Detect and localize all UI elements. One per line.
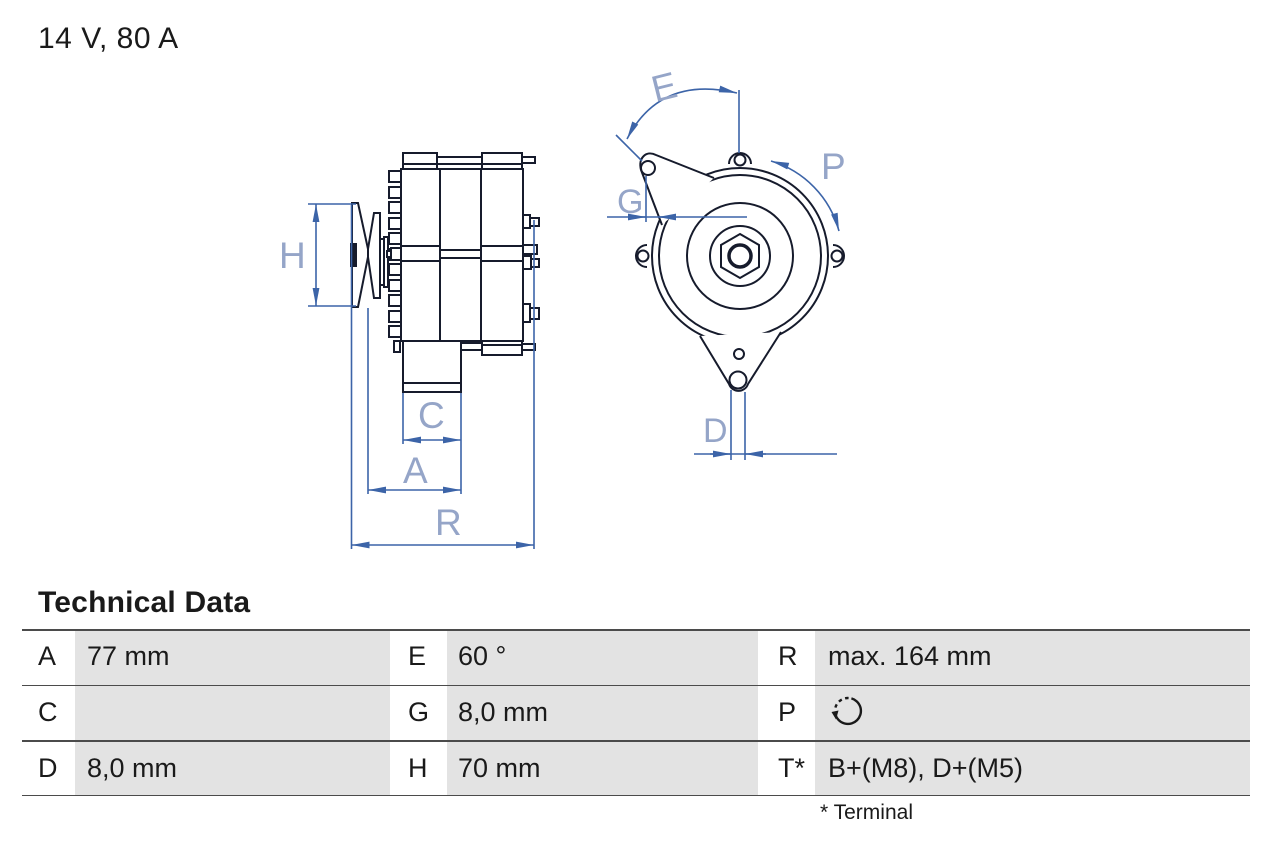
dimension-h	[308, 203, 356, 307]
dim-label-e: E	[647, 64, 681, 110]
dimension-lines	[308, 85, 840, 549]
value-column-band-1	[75, 629, 390, 796]
param-value-h: 70 mm	[458, 753, 541, 783]
value-column-band-2	[447, 629, 758, 796]
dim-label-a: A	[403, 450, 428, 491]
terminal-studs	[522, 214, 540, 323]
mounting-ears	[635, 152, 845, 268]
param-label-p: P	[778, 696, 797, 727]
param-value-t: B+(M8), D+(M5)	[828, 753, 1024, 783]
table-rule	[22, 629, 1250, 631]
param-value-d: 8,0 mm	[87, 753, 178, 783]
table-rule	[22, 794, 1250, 796]
param-value-e: 60 °	[458, 641, 507, 671]
param-label-e: E	[408, 641, 427, 671]
param-label-a: A	[38, 641, 57, 671]
technical-data-table: A 77 mm E 60 ° R max. 164 mm C G 8,0 mm …	[22, 629, 1250, 796]
param-value-a: 77 mm	[87, 641, 170, 671]
rotation-direction-icon	[831, 697, 863, 726]
shaft-hex-nut	[720, 232, 760, 280]
dim-label-r: R	[435, 502, 462, 543]
dimension-e	[615, 85, 740, 162]
mounting-bracket-bottom	[699, 331, 782, 392]
param-label-d: D	[38, 753, 58, 783]
param-label-t: T*	[778, 753, 805, 783]
alternator-side-view	[350, 152, 540, 393]
dimension-labels: H C A R E G P D	[279, 64, 846, 543]
dim-label-c: C	[418, 395, 445, 436]
param-label-h: H	[408, 753, 428, 783]
connector-block	[402, 340, 462, 393]
shaft-end	[350, 243, 357, 267]
terminal-footnote: * Terminal	[820, 801, 913, 824]
param-value-p	[828, 685, 868, 741]
alternator-front-view	[635, 152, 845, 392]
dimension-g	[607, 176, 747, 222]
param-label-g: G	[408, 696, 430, 727]
table-rule	[22, 740, 1250, 742]
dim-label-p: P	[821, 146, 846, 187]
technical-data-heading: Technical Data	[38, 586, 251, 619]
dim-label-d: D	[703, 412, 728, 450]
param-value-g: 8,0 mm	[458, 696, 549, 727]
param-label-c: C	[38, 696, 58, 727]
pulley-right-flange	[367, 212, 381, 299]
alternator-technical-drawing: H C A R E G P D	[279, 64, 846, 549]
param-value-r: max. 164 mm	[828, 641, 992, 671]
dimension-d	[694, 390, 837, 460]
page-title: 14 V, 80 A	[38, 22, 179, 55]
value-column-band-3	[815, 629, 1250, 796]
dim-label-h: H	[279, 235, 306, 276]
dim-label-g: G	[617, 183, 643, 221]
param-label-r: R	[778, 641, 798, 671]
table-rule	[22, 684, 1250, 686]
dimension-p-rotation-arc	[770, 160, 840, 232]
